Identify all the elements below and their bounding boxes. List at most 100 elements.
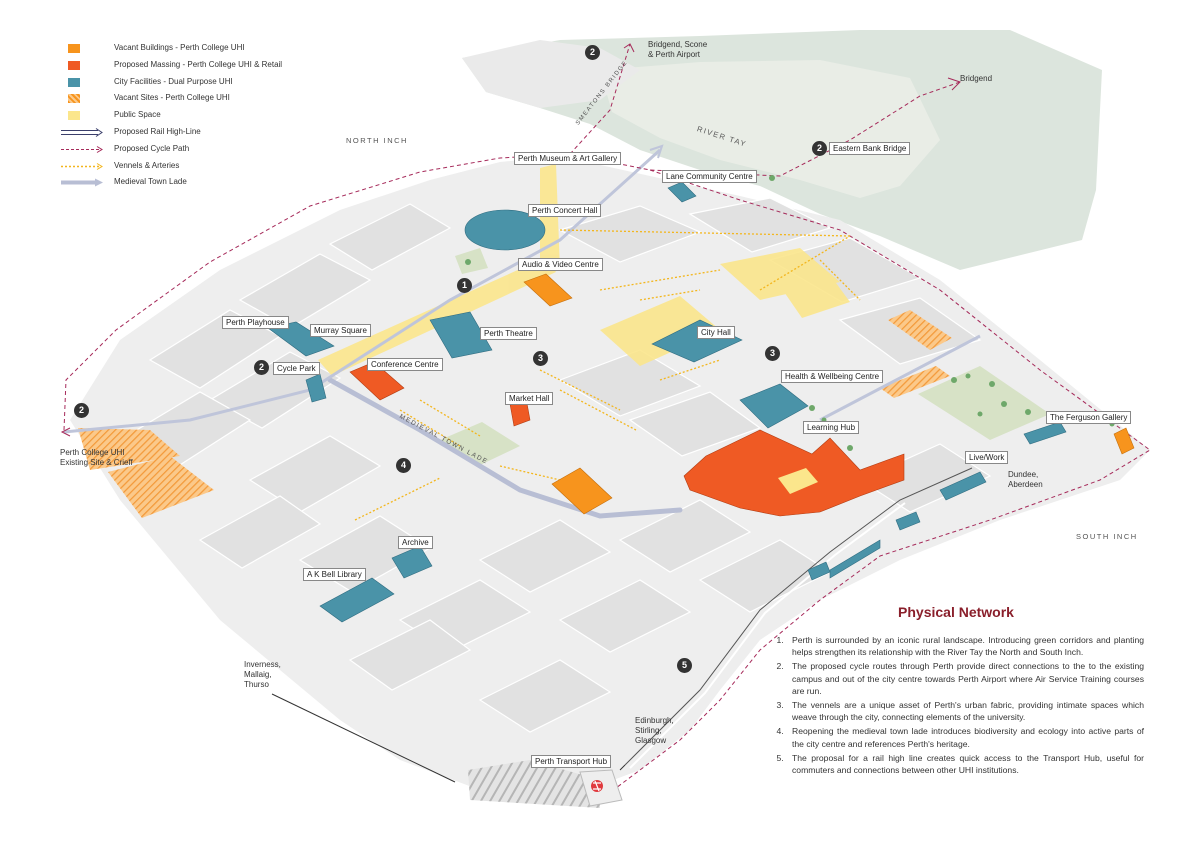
vacant-site-west-1 (78, 428, 180, 470)
bridgend-scone-label: Bridgend, Scone & Perth Airport (648, 40, 708, 59)
transport-hub-tag: Perth Transport Hub (531, 755, 612, 768)
learning-hub-tag: Learning Hub (803, 421, 860, 434)
bridgend-scone-arrow-icon (623, 43, 635, 53)
concert-hall-building (464, 209, 546, 251)
concert-hall-tag: Perth Concert Hall (528, 204, 602, 217)
medieval-town-lade (327, 377, 683, 519)
archive-building (391, 545, 433, 579)
panel-item: The vennels are a unique asset of Perth'… (786, 699, 1144, 723)
legend-label: Medieval Town Lade (114, 177, 187, 187)
legend-item: Public Space (60, 107, 300, 124)
legend-item: Vennels & Arteries (60, 158, 300, 175)
vacant-site-east-2 (880, 366, 950, 398)
murray-square-tag: Murray Square (310, 324, 371, 337)
inverness-arrow (271, 693, 456, 783)
south-inch-label: SOUTH INCH (1076, 532, 1138, 541)
legend-swatch (68, 111, 80, 121)
rail-high-line (63, 148, 662, 434)
vacant-buildings (523, 273, 1135, 515)
green-square (440, 422, 520, 466)
marker-3-east: 3 (765, 346, 780, 361)
ak-bell-tag: A K Bell Library (303, 568, 366, 581)
dundee-label: Dundee, Aberdeen (1008, 470, 1043, 489)
archive-tag: Archive (398, 536, 433, 549)
health-building (739, 383, 809, 429)
legend-label: Public Space (114, 110, 161, 120)
city-facilities (267, 181, 1067, 623)
panel-title: Physical Network (898, 604, 1014, 620)
legend-swatch (68, 60, 80, 70)
marker-2-cycle: 2 (254, 360, 269, 375)
health-tag: Health & Wellbeing Centre (781, 370, 884, 383)
legend-label: Vacant Buildings - Perth College UHI (114, 43, 245, 52)
legend-item: Proposed Massing - Perth College UHI & R… (60, 57, 300, 74)
green-small (455, 248, 488, 274)
legend-item: Vacant Sites - Perth College UHI (60, 90, 300, 107)
west-arrow-icon (60, 427, 71, 437)
vennel-line-icon (61, 162, 103, 170)
legend-item: City Facilities - Dual Purpose UHI (60, 74, 300, 91)
library-building (319, 577, 395, 623)
city-blocks (118, 197, 992, 733)
legend-label: Vennels & Arteries (114, 160, 180, 170)
legend-swatch (68, 77, 80, 87)
river-water (600, 60, 940, 198)
eastern-bank-tag: Eastern Bank Bridge (829, 142, 911, 155)
legend-swatch (68, 44, 80, 53)
conference-tag: Conference Centre (367, 358, 443, 371)
lane-community-building (667, 181, 697, 203)
panel-item: The proposal for a rail high line create… (786, 752, 1144, 776)
rail-south-inner (629, 502, 906, 769)
legend-label: City Facilities - Dual Purpose UHI (114, 76, 233, 86)
conference-building (349, 361, 405, 401)
panel-item: Perth is surrounded by an iconic rural l… (786, 634, 1144, 658)
transport-hub-tracks (468, 760, 600, 808)
marker-2-east: 2 (812, 141, 827, 156)
cycle-line-icon (61, 145, 103, 153)
cycle-path (63, 43, 1151, 801)
marker-5: 5 (677, 658, 692, 673)
market-hall-tag: Market Hall (505, 392, 554, 405)
lane-community-tag: Lane Community Centre (662, 170, 757, 183)
legend-label: Proposed Rail High-Line (114, 126, 201, 136)
playhouse-tag: Perth Playhouse (222, 316, 289, 329)
edinburgh-label: Edinburgh, Stirling, Glasgow (635, 716, 674, 745)
trees (465, 175, 1115, 451)
theatre-building (429, 311, 493, 359)
rail-arrow-icon (649, 144, 664, 159)
legend-label: Proposed Massing - Perth College UHI & R… (114, 59, 283, 69)
map-legend: Vacant Buildings - Perth College UHI Pro… (60, 40, 300, 191)
marker-2-top: 2 (585, 45, 600, 60)
legend-label: Vacant Sites - Perth College UHI (114, 93, 230, 103)
legend-item: Vacant Buildings - Perth College UHI (60, 40, 300, 57)
north-inch-label: NORTH INCH (346, 136, 408, 145)
ferguson-tag: The Ferguson Gallery (1046, 411, 1132, 424)
marker-1: 1 (457, 278, 472, 293)
lade-line-icon (61, 178, 103, 187)
rail-line-icon (61, 128, 103, 137)
inverness-label: Inverness, Mallaig, Thurso (244, 660, 281, 689)
rail-south (624, 467, 973, 766)
audio-video-building (523, 273, 573, 307)
panel-list: Perth is surrounded by an iconic rural l… (768, 634, 1144, 776)
legend-item: Proposed Rail High-Line (60, 124, 300, 141)
legend-item: Proposed Cycle Path (60, 141, 300, 158)
perth-college-label: Perth College UHI Existing Site & Crieff (60, 448, 133, 467)
marker-3-mid: 3 (533, 351, 548, 366)
physical-network-panel: Physical Network Perth is surrounded by … (768, 604, 1144, 778)
audio-video-tag: Audio & Video Centre (518, 258, 603, 271)
learning-hub-courtyard (778, 468, 818, 494)
ferguson-building (1023, 421, 1067, 445)
panel-item: Reopening the medieval town lade introdu… (786, 725, 1144, 749)
bridgend-arrow-icon (947, 77, 961, 91)
green-south-inch (918, 366, 1050, 440)
vennels (354, 229, 861, 521)
vacant-site-east-1 (888, 310, 952, 350)
cycle-park-tag: Cycle Park (273, 362, 320, 375)
vacant-site-west-2 (108, 456, 214, 518)
live-work-tag: Live/Work (965, 451, 1009, 464)
perth-museum-tag: Perth Museum & Art Gallery (514, 152, 622, 165)
legend-item: Medieval Town Lade (60, 174, 300, 191)
south-building (551, 467, 613, 515)
